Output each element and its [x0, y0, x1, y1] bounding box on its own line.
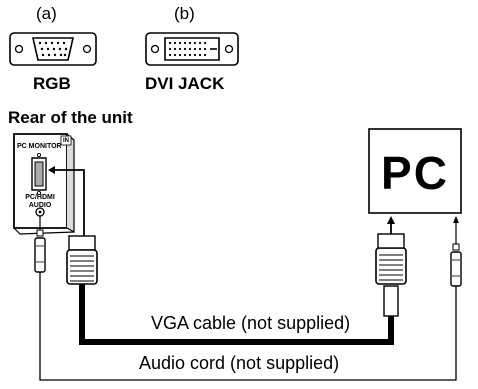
rgb-connector-icon	[9, 32, 97, 66]
vga-cable-line	[79, 284, 394, 345]
vga-cable-label: VGA cable (not supplied)	[151, 313, 351, 333]
pc-monitor-label: PC MONITOR	[17, 143, 62, 150]
connector-b-tag: (b)	[174, 4, 195, 23]
audio-plug-pc	[450, 234, 462, 287]
arrow-to-pc-audio	[453, 216, 459, 234]
section-title: Rear of the unit	[8, 108, 133, 127]
connector-b-name: DVI JACK	[145, 74, 225, 93]
in-label: IN	[63, 138, 69, 144]
audio-label-line2: AUDIO	[28, 202, 52, 209]
vga-plug-unit	[66, 235, 98, 285]
audio-cord-label: Audio cord (not supplied)	[139, 353, 340, 373]
vga-plug-pc	[375, 233, 407, 317]
audio-label-line1: PC/HDMI	[25, 194, 55, 201]
arrow-to-pc-vga	[387, 216, 395, 234]
pc-box	[368, 128, 462, 214]
pc-label: PC	[381, 147, 449, 199]
arrow-to-unit-vga	[48, 166, 85, 236]
dvi-connector-icon	[145, 32, 239, 66]
connector-a-tag: (a)	[36, 4, 57, 23]
rear-panel	[13, 133, 75, 235]
audio-cord-line	[39, 272, 457, 381]
connector-a-name: RGB	[33, 74, 71, 93]
